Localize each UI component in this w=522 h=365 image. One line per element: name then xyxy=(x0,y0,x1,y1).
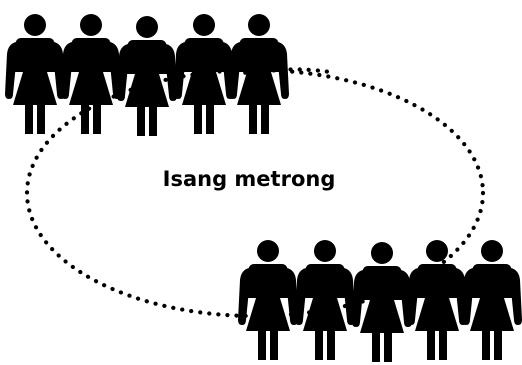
woman-figure-icon xyxy=(462,240,522,360)
center-label: Isang metrong xyxy=(163,167,336,191)
woman-figure-icon xyxy=(61,14,121,134)
woman-figure-icon xyxy=(407,240,467,360)
woman-figure-icon xyxy=(5,14,65,134)
woman-figure-icon xyxy=(174,14,234,134)
woman-figure-icon xyxy=(238,240,298,360)
dotted-ellipse-overlay xyxy=(233,67,333,77)
woman-figure-icon xyxy=(352,242,412,362)
bottom-right-group xyxy=(238,240,522,362)
woman-figure-icon xyxy=(295,240,355,360)
top-left-group xyxy=(5,14,289,136)
woman-figure-icon xyxy=(117,16,177,136)
